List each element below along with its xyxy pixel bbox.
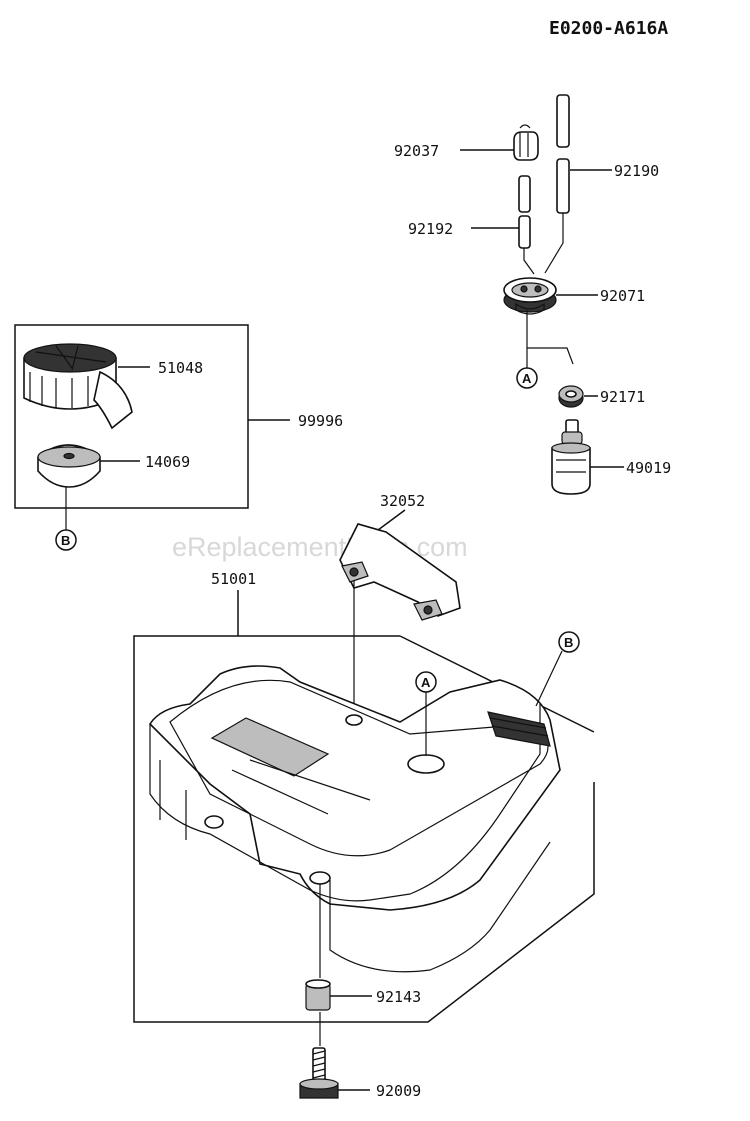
gasket-14069: [37, 444, 101, 488]
label-92171: 92171: [600, 388, 645, 406]
label-51048: 51048: [158, 359, 203, 377]
callout-a-circle-top: [516, 367, 538, 389]
watermark: eReplacementParts.com: [172, 532, 468, 562]
filter-49019: [551, 419, 591, 495]
cap-assembly-box: [14, 324, 249, 509]
cap-51048: [23, 343, 133, 430]
label-99996: 99996: [298, 412, 343, 430]
callout-b-circle-tank: [558, 631, 580, 653]
callout-b-left: B: [61, 533, 70, 548]
label-92192: 92192: [408, 220, 453, 238]
callout-a-tank: A: [421, 675, 431, 690]
label-51001: 51001: [211, 570, 256, 588]
label-32052: 32052: [380, 492, 425, 510]
label-92071: 92071: [600, 287, 645, 305]
label-92190: 92190: [614, 162, 659, 180]
label-92009: 92009: [376, 1082, 421, 1100]
callout-b-circle-left: [55, 529, 77, 551]
tube-92190: [556, 94, 570, 214]
bracket-32052: [339, 523, 461, 621]
bolt-92009: [299, 1047, 339, 1099]
tube-92192: [518, 175, 531, 249]
callout-b-tank: B: [564, 635, 573, 650]
tank-51001: [148, 665, 561, 973]
grommet-92071: [503, 277, 557, 315]
label-92037: 92037: [394, 142, 439, 160]
label-92143: 92143: [376, 988, 421, 1006]
label-49019: 49019: [626, 459, 671, 477]
leader-callout-a-top: [526, 310, 574, 365]
collar-92143: [305, 979, 331, 1011]
leader-32052: [377, 509, 406, 531]
callout-a-top: A: [522, 371, 532, 386]
tube-connector-lines: [523, 213, 564, 275]
diagram-code: E0200-A616A: [549, 18, 668, 39]
label-14069: 14069: [145, 453, 190, 471]
clamp-92171: [558, 385, 584, 408]
clamp-92037: [513, 124, 539, 161]
